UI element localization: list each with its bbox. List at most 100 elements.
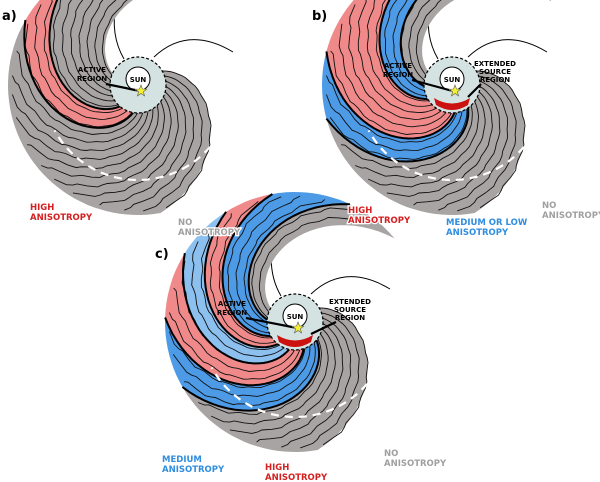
field-line [43, 0, 123, 113]
field-line [209, 213, 276, 344]
active-region-label: ACTIVE [218, 300, 246, 308]
panel-tag: b) [312, 9, 327, 24]
field-line [251, 207, 353, 318]
field-line [34, 4, 128, 120]
active-region-label: REGION [77, 75, 107, 83]
field-line [319, 307, 369, 446]
field-line [368, 96, 486, 188]
active-region-label: ACTIVE [78, 66, 106, 74]
field-line [24, 23, 133, 128]
region-boundary [203, 211, 279, 349]
field-line [124, 80, 195, 211]
field-line [408, 0, 431, 81]
region-boundary [399, 0, 425, 87]
extended-source-label: SOURCE [479, 68, 511, 76]
field-line [54, 96, 172, 188]
field-line [357, 0, 437, 113]
field-line [227, 196, 282, 334]
field-line [52, 0, 119, 107]
anisotropy-region [182, 308, 368, 452]
anisotropy-label: NO [542, 201, 556, 211]
field-line [256, 323, 344, 443]
arrow-icon [245, 316, 293, 329]
extended-source-label: REGION [480, 76, 510, 84]
anisotropy-region [326, 71, 525, 215]
field-line [413, 86, 501, 206]
active-region-label: REGION [383, 71, 413, 79]
field-line [61, 0, 115, 102]
1au-label: 1 AU [410, 389, 429, 397]
sun-label: SUN [287, 313, 304, 321]
arrow-icon [310, 321, 337, 335]
anisotropy-label: HIGH [265, 463, 289, 473]
field-line [243, 199, 326, 323]
anisotropy-region [400, 0, 552, 86]
field-line [229, 328, 336, 434]
region-boundary [48, 0, 121, 111]
extended-source-label: REGION [335, 314, 365, 322]
region-boundary [221, 193, 273, 337]
anisotropy-region [222, 192, 350, 336]
anisotropy-label: ANISOTROPY [162, 465, 225, 475]
anisotropy-label: ANISOTROPY [348, 216, 411, 226]
field-line [235, 195, 301, 329]
active-region-label: ACTIVE [384, 62, 412, 70]
anisotropy-label: HIGH [348, 206, 372, 216]
anisotropy-region [248, 204, 395, 320]
arrow-icon [105, 82, 136, 92]
anisotropy-label: ANISOTROPY [178, 228, 241, 238]
field-line [72, 91, 179, 197]
field-line-open [310, 276, 391, 295]
anisotropy-label: ANISOTROPY [384, 459, 447, 469]
field-line [218, 201, 272, 339]
field-line [11, 75, 144, 143]
anisotropy-region [204, 194, 278, 348]
active-region-star-icon [448, 84, 462, 97]
arrow-icon [411, 78, 450, 92]
anisotropy-label: MEDIUM [162, 455, 202, 465]
field-line [27, 105, 159, 169]
field-line [99, 86, 187, 206]
field-line [11, 94, 149, 151]
field-line [338, 23, 447, 128]
anisotropy-label: ANISOTROPY [30, 213, 93, 223]
field-line [143, 75, 203, 212]
panel-tag: c) [155, 247, 169, 262]
1au-orbit [367, 82, 549, 182]
anisotropy-label: ANISOTROPY [542, 211, 600, 221]
field-line [438, 80, 509, 211]
anisotropy-label: ANISOTROPY [446, 228, 509, 238]
field-line [78, 0, 111, 92]
field-line [101, 0, 128, 76]
anisotropy-label: ANISOTROPY [265, 473, 328, 482]
field-line [211, 333, 329, 425]
1au-label: 1 AU [240, 146, 259, 154]
field-line [329, 108, 468, 160]
anisotropy-region [379, 0, 428, 99]
region-boundary [164, 317, 305, 387]
1au-orbit [53, 82, 235, 182]
1au-label: 1 AU [562, 152, 581, 160]
field-line [258, 217, 373, 313]
region-boundary [181, 339, 321, 412]
field-line [15, 108, 154, 160]
anisotropy-label: NO [384, 449, 398, 459]
region-boundary [378, 0, 428, 100]
region-boundary [247, 203, 350, 321]
field-line [197, 338, 322, 415]
field-line [392, 0, 425, 92]
field-line [168, 312, 301, 380]
field-line [325, 75, 458, 143]
field-line [341, 105, 473, 169]
field-line [184, 342, 316, 406]
panel-tag: a) [2, 9, 17, 24]
extended-source-region [434, 98, 470, 110]
field-line [415, 0, 442, 76]
anisotropy-region [165, 317, 320, 411]
anisotropy-region [322, 51, 469, 162]
anisotropy-label: HIGH [30, 203, 54, 213]
